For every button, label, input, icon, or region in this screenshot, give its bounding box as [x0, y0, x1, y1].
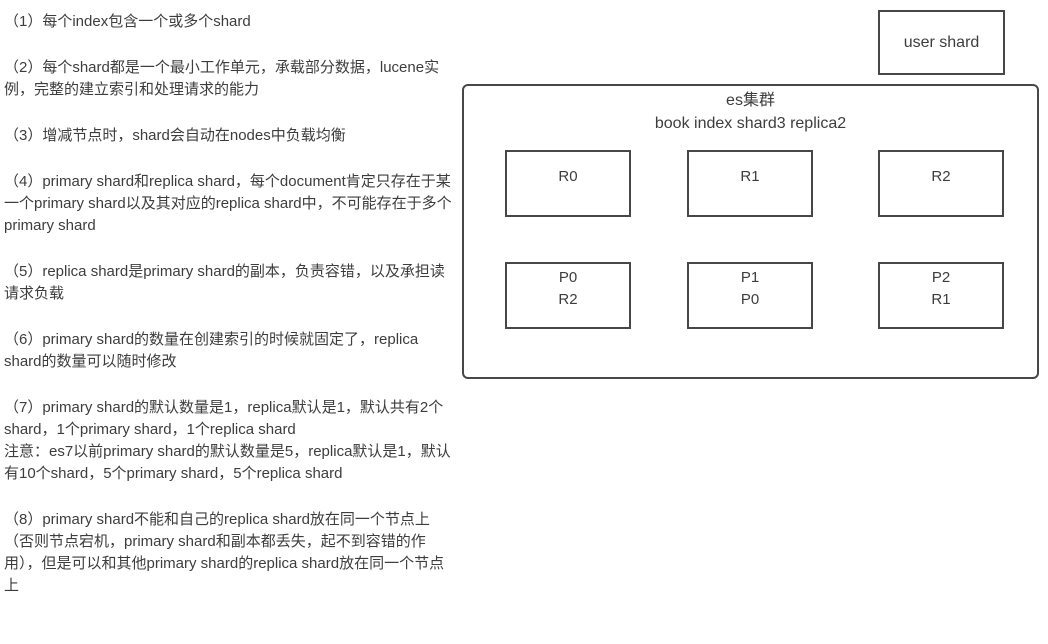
shard-node-p0-r2: P0 R2: [505, 262, 631, 329]
cluster-subtitle: book index shard3 replica2: [654, 115, 847, 132]
note-4: （4）primary shard和replica shard，每个documen…: [4, 173, 452, 234]
shard-node-p2-r1-label: P2 R1: [931, 268, 951, 308]
shard-node-r2-label: R2: [931, 167, 951, 185]
note-1: （1）每个index包含一个或多个shard: [4, 13, 251, 30]
shard-node-p1-p0-label: P1 P0: [740, 268, 760, 308]
note-6: （6）primary shard的数量在创建索引的时候就固定了，replica …: [4, 331, 419, 370]
shard-node-p1-p0: P1 P0: [687, 262, 813, 329]
cluster-title: es集群: [726, 92, 775, 109]
es-cluster-box: es集群 book index shard3 replica2 R0 R1 R2…: [462, 84, 1039, 379]
note-2: （2）每个shard都是一个最小工作单元，承载部分数据，lucene实例，完整的…: [4, 59, 440, 98]
shard-node-r1-label: R1: [740, 167, 760, 185]
shard-node-p0-r2-label: P0 R2: [558, 268, 578, 308]
user-shard-label: user shard: [903, 33, 980, 51]
note-5: （5）replica shard是primary shard的副本，负责容错，以…: [4, 263, 445, 302]
shard-node-r0-label: R0: [558, 167, 578, 185]
notes-column: （1）每个index包含一个或多个shard （2）每个shard都是一个最小工…: [4, 11, 457, 621]
shard-node-r2: R2: [878, 150, 1004, 217]
note-7: （7）primary shard的默认数量是1，replica默认是1，默认共有…: [4, 399, 451, 482]
note-8: （8）primary shard不能和自己的replica shard放在同一个…: [4, 511, 445, 594]
shard-node-p2-r1: P2 R1: [878, 262, 1004, 329]
shard-node-r1: R1: [687, 150, 813, 217]
user-shard-box: user shard: [878, 10, 1005, 75]
note-3: （3）增减节点时，shard会自动在nodes中负载均衡: [4, 127, 346, 144]
shard-node-r0: R0: [505, 150, 631, 217]
